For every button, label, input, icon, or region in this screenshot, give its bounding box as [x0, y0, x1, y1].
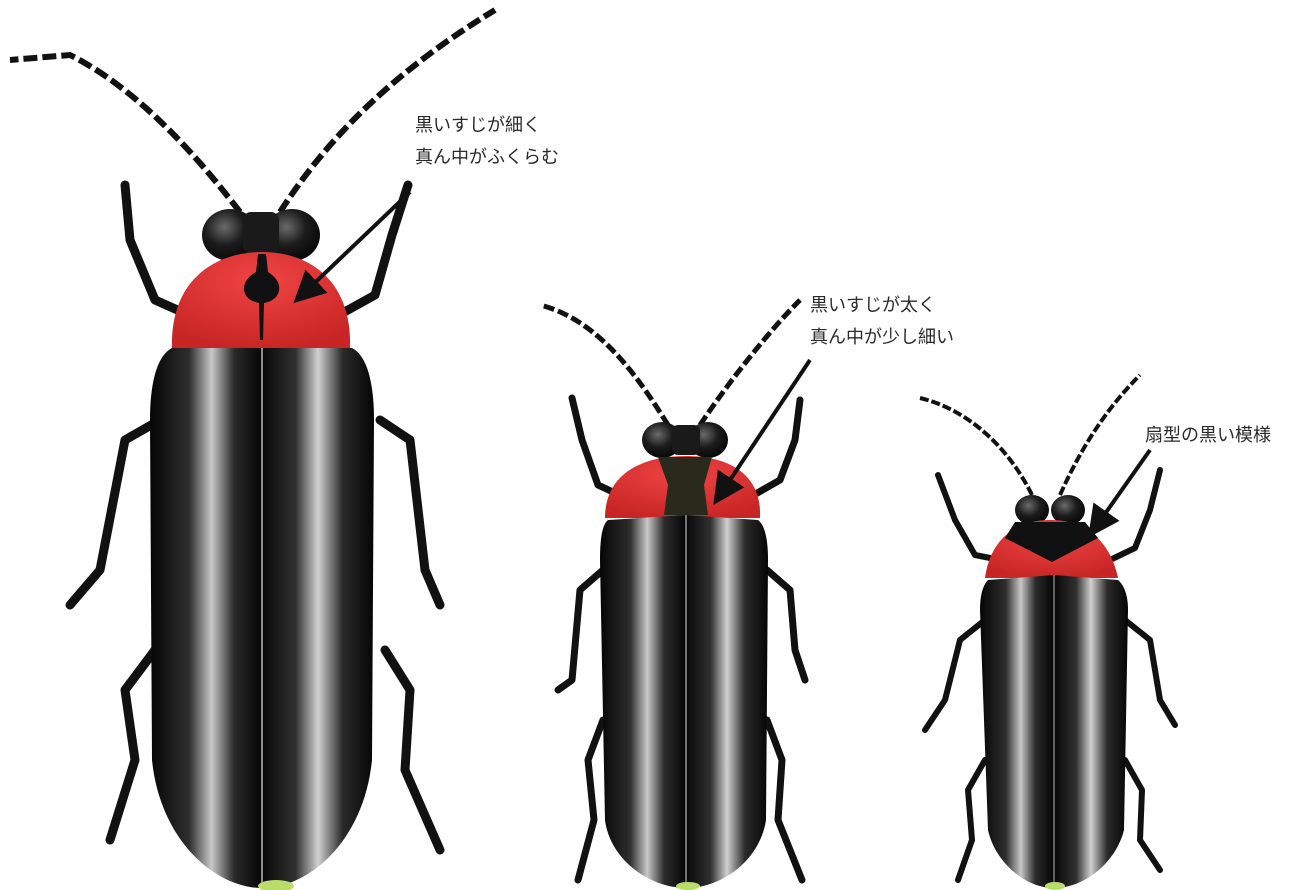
firefly-medium: [540, 300, 805, 890]
abdomen-tip-light: [676, 882, 700, 890]
head: [672, 425, 700, 455]
annotation-medium-line1: 黒いすじが太く: [810, 290, 954, 322]
annotation-large-line2: 真ん中がふくらむ: [415, 142, 559, 174]
elytron-right: [1054, 575, 1128, 888]
annotation-large: 黒いすじが細く 真ん中がふくらむ: [415, 110, 559, 174]
antenna-right: [1060, 375, 1140, 495]
elytron-left: [980, 575, 1054, 888]
elytron-right: [262, 348, 374, 888]
antenna-right: [700, 300, 800, 425]
abdomen-tip-light: [1045, 882, 1065, 890]
antenna-left: [920, 398, 1032, 495]
arrow-small: [1095, 450, 1150, 528]
annotation-large-line1: 黒いすじが細く: [415, 110, 559, 142]
antenna-left: [540, 305, 668, 425]
firefly-small: [920, 375, 1175, 890]
annotation-small: 扇型の黒い模様: [1145, 420, 1271, 452]
annotation-medium: 黒いすじが太く 真ん中が少し細い: [810, 290, 954, 354]
annotation-medium-line2: 真ん中が少し細い: [810, 322, 954, 354]
elytron-left: [150, 348, 262, 888]
head: [243, 212, 279, 254]
elytron-right: [686, 515, 768, 888]
annotation-small-line1: 扇型の黒い模様: [1145, 420, 1271, 452]
elytron-left: [600, 515, 686, 888]
